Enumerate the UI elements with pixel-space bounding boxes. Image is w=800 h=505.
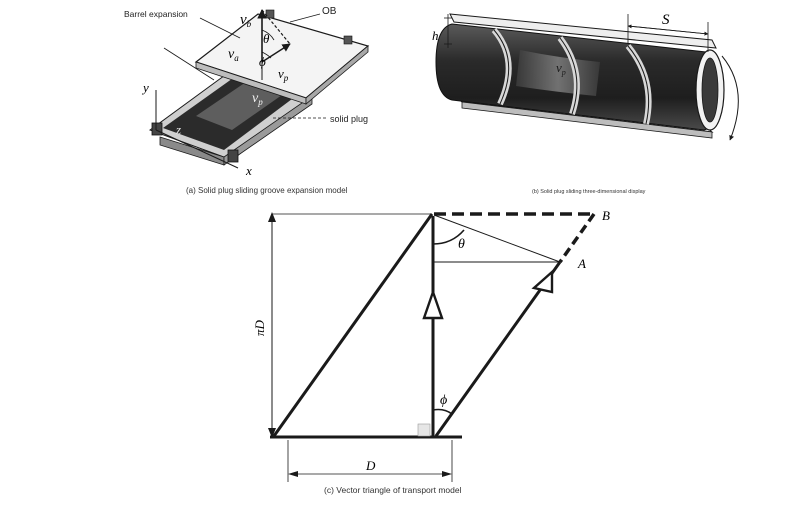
velocity-vectors-a [257,9,291,80]
point-b-label: B [602,208,610,223]
panel-c: πD D θ ϕ [252,208,610,495]
theta-symbol-c: θ [458,237,465,252]
top-rail [449,13,717,49]
right-angle-marker [417,423,431,437]
h-label: h [432,28,439,43]
barrel-expansion-label: Barrel expansion [124,9,188,19]
vp-plug-symbol: vp [252,91,263,107]
panel-b: h S vp (b) Solid plug sliding three-dime… [432,12,739,195]
axis-y-label: y [141,80,149,95]
rotation-arrow [721,55,739,141]
s-dimension [627,14,709,52]
caption-a: (a) Solid plug sliding groove expansion … [186,186,348,195]
va-symbol: va [228,47,239,63]
thin-diagonal-line [433,214,561,263]
va-arrow [261,43,291,63]
ob-label: OB [322,6,337,17]
right-diagonal-vector [434,261,562,437]
theta-symbol-a: θ [263,31,270,46]
vp-symbol: vp [278,66,289,83]
d-label: D [365,458,376,473]
vb-symbol: vb [240,12,252,29]
rail-block-left [151,122,163,136]
d-dimension [287,440,453,482]
phi-arc [432,408,453,415]
caption-c: (c) Vector triangle of transport model [324,485,462,495]
vertical-arrow-marker [422,288,444,320]
helical-flights [491,28,652,125]
phi-symbol-a: ϕ [259,54,266,69]
pi-d-dimension [268,212,432,438]
caption-b: (b) Solid plug sliding three-dimensional… [532,189,646,195]
barrel-plate [194,9,370,105]
diagonal-arrow-marker [531,269,554,294]
leader-lines-a [163,13,326,119]
pi-d-label: πD [252,319,267,336]
theta-arc [432,229,465,245]
axes-a [155,90,239,169]
vp-symbol-b: vp [556,60,566,77]
h-dimension [444,14,452,48]
hypotenuse-line [272,213,434,437]
dashed-right-line [558,212,596,264]
phi-symbol-c: ϕ [440,393,447,408]
axis-x-label: x [245,163,252,178]
point-a-label: A [577,256,586,271]
vp-arrow [261,9,291,45]
s-label: S [662,12,670,28]
axis-z-label: z [175,122,181,137]
panel-a: Barrel expansion OB solid plug vb va vp … [124,6,370,195]
rail-block-right [227,149,239,163]
solid-plug-label: solid plug [330,114,368,124]
